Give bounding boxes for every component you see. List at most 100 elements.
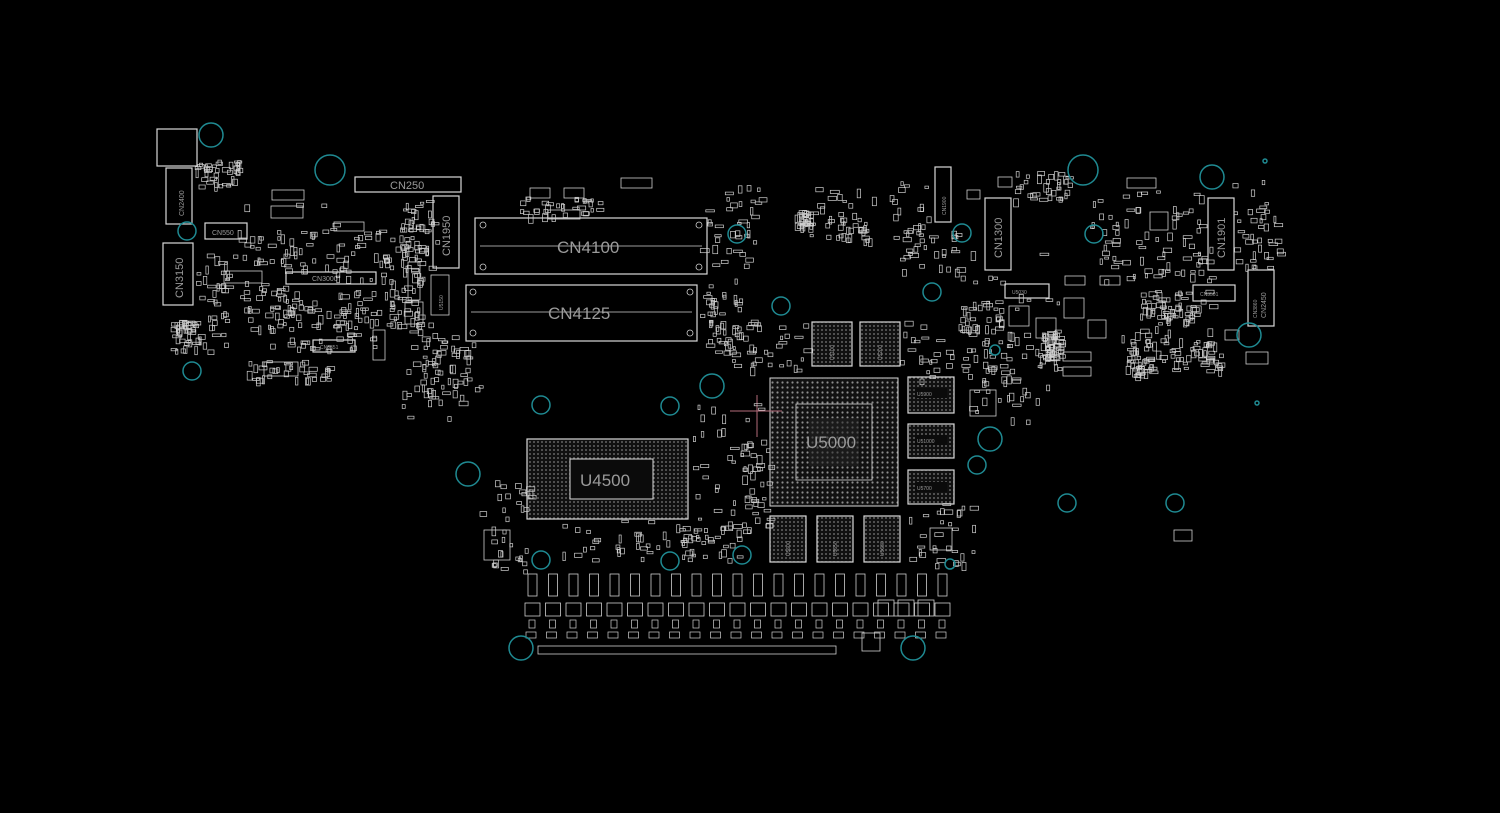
smd-pad[interactable] bbox=[1026, 298, 1032, 302]
smd-pad[interactable] bbox=[651, 619, 659, 629]
smd-pad[interactable] bbox=[309, 231, 316, 239]
smd-pad[interactable] bbox=[806, 211, 812, 216]
smd-pad[interactable] bbox=[1136, 355, 1141, 360]
smd-pad[interactable] bbox=[1057, 367, 1063, 372]
smd-pad[interactable] bbox=[354, 313, 359, 319]
smd-pad[interactable] bbox=[1026, 419, 1031, 426]
smd-pad[interactable] bbox=[817, 203, 826, 209]
smd-pad[interactable] bbox=[693, 436, 696, 442]
smd-pad[interactable] bbox=[1245, 263, 1249, 272]
mounting-hole[interactable] bbox=[771, 296, 791, 316]
smd-pad[interactable] bbox=[1152, 341, 1157, 352]
smd-pad[interactable] bbox=[631, 619, 638, 629]
smd-pad[interactable] bbox=[220, 270, 226, 276]
smd-pad[interactable] bbox=[730, 446, 740, 450]
smd-pad[interactable] bbox=[1173, 315, 1179, 319]
smd-pad[interactable] bbox=[745, 504, 753, 510]
smd-pad[interactable] bbox=[1206, 341, 1215, 346]
smd-pad[interactable] bbox=[756, 463, 766, 468]
smd-pad[interactable] bbox=[688, 535, 694, 544]
smd-pad[interactable] bbox=[1247, 209, 1253, 216]
smd-pad[interactable] bbox=[753, 347, 757, 353]
smd-pad[interactable] bbox=[946, 266, 951, 273]
smd-pad[interactable] bbox=[1145, 332, 1153, 339]
smd-pad[interactable] bbox=[394, 295, 400, 300]
smd-pad[interactable] bbox=[418, 278, 424, 286]
smd-pad[interactable] bbox=[715, 237, 721, 243]
smd-pad[interactable] bbox=[370, 311, 377, 316]
smd-pad[interactable] bbox=[505, 493, 511, 500]
component-outline[interactable] bbox=[271, 189, 305, 201]
smd-pad[interactable] bbox=[714, 224, 724, 229]
chip-u4500[interactable]: U4500 bbox=[526, 438, 689, 520]
smd-pad[interactable] bbox=[1196, 262, 1201, 268]
smd-pad[interactable] bbox=[1099, 213, 1104, 221]
smd-pad[interactable] bbox=[745, 257, 754, 263]
smd-pad[interactable] bbox=[750, 362, 755, 367]
smd-pad[interactable] bbox=[738, 201, 743, 207]
smd-pad[interactable] bbox=[209, 176, 218, 181]
smd-pad[interactable] bbox=[197, 334, 206, 340]
smd-pad[interactable] bbox=[640, 546, 648, 551]
smd-pad[interactable] bbox=[829, 215, 833, 225]
smd-pad[interactable] bbox=[326, 310, 332, 319]
smd-pad[interactable] bbox=[453, 348, 461, 354]
smd-pad[interactable] bbox=[291, 310, 295, 318]
smd-pad[interactable] bbox=[1175, 292, 1183, 296]
smd-pad[interactable] bbox=[240, 295, 245, 300]
smd-pad[interactable] bbox=[744, 233, 750, 238]
smd-pad[interactable] bbox=[460, 373, 468, 377]
smd-pad[interactable] bbox=[590, 546, 596, 551]
smd-pad[interactable] bbox=[247, 308, 251, 313]
smd-pad[interactable] bbox=[919, 378, 925, 386]
smd-pad[interactable] bbox=[751, 631, 762, 639]
smd-pad[interactable] bbox=[456, 350, 460, 359]
smd-pad[interactable] bbox=[733, 500, 736, 506]
smd-pad[interactable] bbox=[515, 483, 522, 489]
smd-pad[interactable] bbox=[577, 205, 587, 211]
smd-pad[interactable] bbox=[183, 345, 188, 354]
smd-pad[interactable] bbox=[909, 556, 918, 562]
smd-pad[interactable] bbox=[285, 268, 293, 274]
smd-pad[interactable] bbox=[202, 342, 208, 350]
smd-pad[interactable] bbox=[1057, 179, 1062, 185]
smd-pad[interactable] bbox=[732, 346, 736, 350]
smd-pad[interactable] bbox=[205, 265, 209, 275]
smd-pad[interactable] bbox=[995, 300, 1004, 304]
smd-pad[interactable] bbox=[1170, 354, 1176, 359]
smd-pad[interactable] bbox=[1162, 251, 1166, 257]
smd-pad[interactable] bbox=[347, 337, 353, 344]
smd-pad[interactable] bbox=[963, 357, 969, 361]
smd-pad[interactable] bbox=[848, 203, 854, 209]
smd-pad[interactable] bbox=[634, 531, 642, 537]
smd-pad[interactable] bbox=[235, 169, 241, 176]
smd-pad[interactable] bbox=[778, 341, 788, 345]
smd-pad[interactable] bbox=[904, 184, 910, 188]
smd-pad[interactable] bbox=[960, 275, 966, 282]
smd-pad[interactable] bbox=[919, 264, 925, 269]
smd-pad[interactable] bbox=[749, 488, 756, 495]
smd-pad[interactable] bbox=[293, 247, 298, 257]
smd-pad[interactable] bbox=[184, 341, 191, 346]
smd-pad[interactable] bbox=[1206, 259, 1215, 265]
smd-pad[interactable] bbox=[283, 253, 291, 259]
smd-pad[interactable] bbox=[1112, 225, 1120, 230]
smd-pad[interactable] bbox=[1047, 357, 1058, 362]
smd-pad[interactable] bbox=[845, 237, 851, 244]
smd-pad[interactable] bbox=[1274, 238, 1283, 244]
smd-pad[interactable] bbox=[1001, 370, 1011, 375]
smd-pad[interactable] bbox=[1194, 351, 1200, 357]
smd-pad[interactable] bbox=[988, 275, 993, 281]
smd-pad[interactable] bbox=[459, 394, 465, 402]
smd-pad[interactable] bbox=[695, 494, 701, 500]
smd-pad[interactable] bbox=[730, 631, 742, 639]
mounting-hole[interactable] bbox=[967, 455, 987, 475]
smd-pad[interactable] bbox=[218, 261, 228, 265]
smd-pad[interactable] bbox=[962, 368, 970, 373]
smd-pad[interactable] bbox=[562, 551, 566, 561]
smd-pad[interactable] bbox=[1237, 219, 1242, 223]
smd-pad[interactable] bbox=[269, 259, 275, 264]
smd-pad[interactable] bbox=[712, 332, 717, 337]
smd-pad[interactable] bbox=[1234, 247, 1242, 253]
smd-pad[interactable] bbox=[712, 244, 719, 255]
